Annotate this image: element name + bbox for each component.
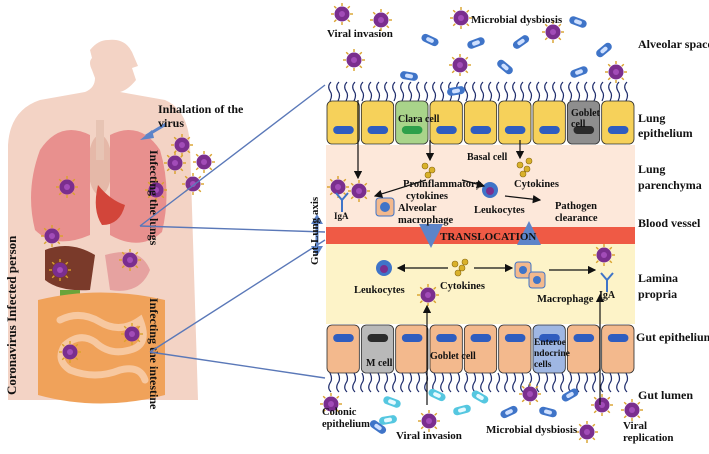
infecting-lungs-label: Infecting the lungs: [147, 150, 161, 246]
iga-lung-label: IgA: [334, 211, 349, 221]
pathogen-clearance-label-1: Pathogen: [555, 201, 597, 212]
inhalation-label-2: virus: [158, 116, 184, 130]
microbial-dysbiosis-bottom-label: Microbial dysbiosis: [486, 424, 578, 436]
gut-cell: [601, 324, 635, 374]
microbial-dysbiosis-top-label: Microbial dysbiosis: [471, 14, 563, 26]
iga-gut-label: IgA: [599, 290, 616, 301]
iga-icon: [335, 192, 349, 212]
iga-gut-icon: [600, 272, 614, 292]
parenchyma-arrows: [353, 100, 542, 204]
lung-parenchyma-label-1: Lung: [638, 162, 665, 176]
gut-epithelium-label: Gut epithelium: [636, 330, 709, 344]
lung-parenchyma-label-2: parenchyma: [638, 178, 702, 192]
clara-cell-label: Clara cell: [398, 114, 440, 125]
alveolar-macrophage-label-1: Alveolar: [398, 203, 437, 214]
blood-vessel-label: Blood vessel: [638, 216, 701, 230]
viral-invasion-top-label: Viral invasion: [327, 28, 393, 40]
lung-cilia: [328, 81, 629, 102]
macrophage-label: Macrophage: [537, 294, 594, 305]
pathogen-clearance-label-2: clearance: [555, 213, 598, 224]
gut-cell: [498, 324, 532, 374]
lung-cell: [532, 100, 566, 145]
lung-epithelium-label-2: epithelium: [638, 126, 693, 140]
lamina-propria-label-1: Lamina: [638, 271, 678, 285]
goblet-cell-label-1: Goblet: [571, 108, 601, 119]
gut-cell: [463, 324, 498, 374]
blood-vessel-region: [326, 227, 635, 244]
gut-lung-axis-arrow: [311, 214, 323, 256]
basal-cell-label: Basal cell: [467, 152, 507, 163]
gut-lumen-label: Gut lumen: [638, 388, 693, 402]
colonic-epithelium-label-2: epithelium: [322, 419, 370, 430]
lung-cell: [463, 100, 498, 145]
intestine-icon: [38, 292, 165, 404]
gut-epithelium-cells: [326, 324, 635, 374]
inhalation-label-1: Inhalation of the: [158, 102, 244, 116]
lung-cell: [360, 100, 395, 145]
gut-cell: [566, 324, 601, 374]
goblet-cell-gut-label: Goblet cell: [430, 351, 476, 362]
lamina-arrows: [396, 263, 605, 405]
enteroendocrine-label-2: ndocrine: [534, 349, 570, 359]
viral-replication-label-2: replication: [623, 432, 674, 444]
proinflammatory-label-1: Proinflammatory: [403, 179, 482, 190]
infecting-intestine-label: Infecting the intestine: [147, 298, 161, 410]
lung-epithelium-label-1: Lung: [638, 111, 665, 125]
gut-lung-axis-label: Gut-Lung axis: [309, 196, 321, 265]
alveolar-space-label: Alveolar space: [638, 37, 709, 51]
lung-cell: [326, 100, 360, 145]
colonic-epithelium-label-1: Colonic: [322, 407, 357, 418]
alveolar-macrophage-label-2: macrophage: [398, 215, 454, 226]
infected-person-label: Coronavirus Infected person: [4, 235, 19, 395]
goblet-cell-label-2: cell: [571, 119, 586, 130]
lamina-propria-region: [326, 244, 635, 324]
cytokines-gut-label: Cytokines: [440, 281, 485, 292]
translocation-label: TRANSLOCATION: [440, 231, 536, 243]
gut-cell: [326, 324, 360, 374]
leukocytes-gut-label: Leukocytes: [354, 285, 405, 296]
gut-cell: [395, 324, 429, 374]
translocation-arrows: [419, 221, 541, 248]
proinflammatory-label-2: cytokines: [406, 191, 448, 202]
m-cell-label: M cell: [366, 358, 393, 369]
cytokines-lung-label: Cytokines: [514, 179, 559, 190]
viral-invasion-bottom-label: Viral invasion: [396, 430, 462, 442]
lamina-immune: [376, 243, 616, 307]
lung-cell: [498, 100, 532, 145]
lung-epithelium-cells: [326, 100, 635, 145]
connector-lines: [139, 84, 326, 379]
lamina-propria-label-2: propria: [638, 287, 677, 301]
leukocytes-lung-label: Leukocytes: [474, 205, 525, 216]
lung-cell: [601, 100, 635, 145]
parenchyma-immune: [326, 157, 533, 217]
gut-microvilli: [328, 372, 629, 393]
viral-replication-label-1: Viral: [623, 420, 647, 432]
enteroendocrine-label-1: Enteroe: [534, 338, 566, 348]
gut-cell: [429, 324, 463, 374]
enteroendocrine-label-3: cells: [534, 360, 552, 370]
